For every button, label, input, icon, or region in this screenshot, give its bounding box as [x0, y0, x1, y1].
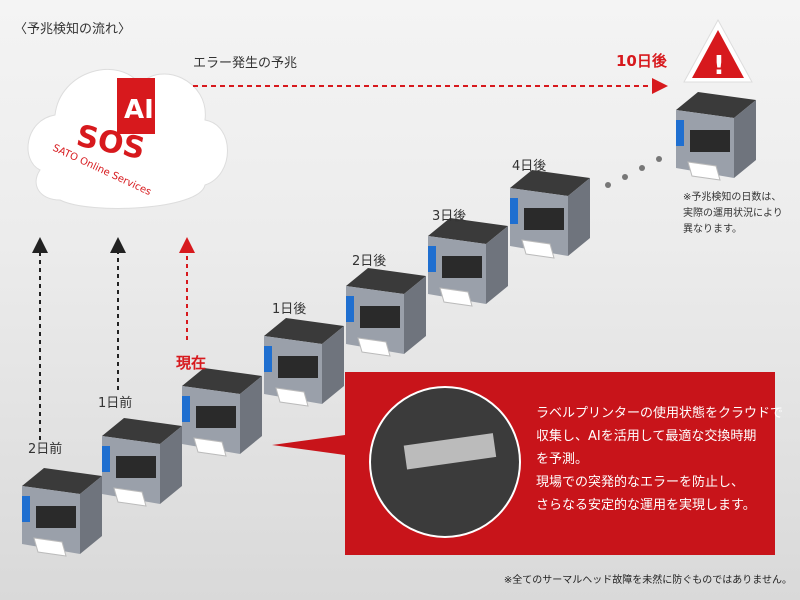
printer-1day-before	[101, 417, 183, 507]
ellipsis-dots	[605, 156, 662, 188]
diagram-title: 〈予兆検知の流れ〉	[14, 22, 132, 37]
note-line: ※予兆検知の日数は、	[683, 192, 782, 203]
label-now: 現在	[176, 354, 207, 372]
description-line: 収集し、AIを活用して最適な交換時期	[536, 429, 757, 444]
warning-icon: !	[683, 18, 753, 83]
label-3days-after: 3日後	[432, 209, 467, 224]
label-4days-after: 4日後	[512, 159, 547, 174]
label-1day-after: 1日後	[272, 302, 307, 317]
note-line: 異なります。	[683, 224, 742, 235]
svg-text:!: !	[713, 51, 725, 81]
printer-3days-after	[427, 217, 509, 307]
printer-2days-before	[21, 467, 103, 557]
sos-cloud: AI SOS SATO Online Services	[27, 68, 228, 209]
detection-days-note: ※予兆検知の日数は、 実際の運用状況により 異なります。	[683, 190, 783, 238]
label-1day-before: 1日前	[98, 396, 133, 411]
printer-now	[181, 367, 263, 457]
label-10days-after: 10日後	[616, 52, 667, 70]
printer-10days-after	[675, 91, 757, 181]
ai-badge: AI	[124, 95, 154, 125]
printer-1day-after	[263, 317, 345, 407]
description-line: を予測。	[536, 452, 589, 467]
description-text: ラベルプリンターの使用状態をクラウドで 収集し、AIを活用して最適な交換時期 を…	[536, 402, 783, 517]
description-line: さらなる安定的な運用を実現します。	[536, 498, 756, 513]
label-2days-after: 2日後	[352, 254, 387, 269]
footnote: ※全てのサーマルヘッド故障を未然に防ぐものではありません。	[503, 575, 792, 586]
description-line: 現場での突発的なエラーを防止し、	[536, 475, 745, 490]
printer-2days-after	[345, 267, 427, 357]
note-line: 実際の運用状況により	[683, 208, 783, 219]
printer-4days-after	[509, 169, 591, 259]
description-line: ラベルプリンターの使用状態をクラウドで	[536, 406, 784, 421]
error-sign-label: エラー発生の予兆	[193, 56, 298, 71]
label-2days-before: 2日前	[28, 442, 63, 457]
